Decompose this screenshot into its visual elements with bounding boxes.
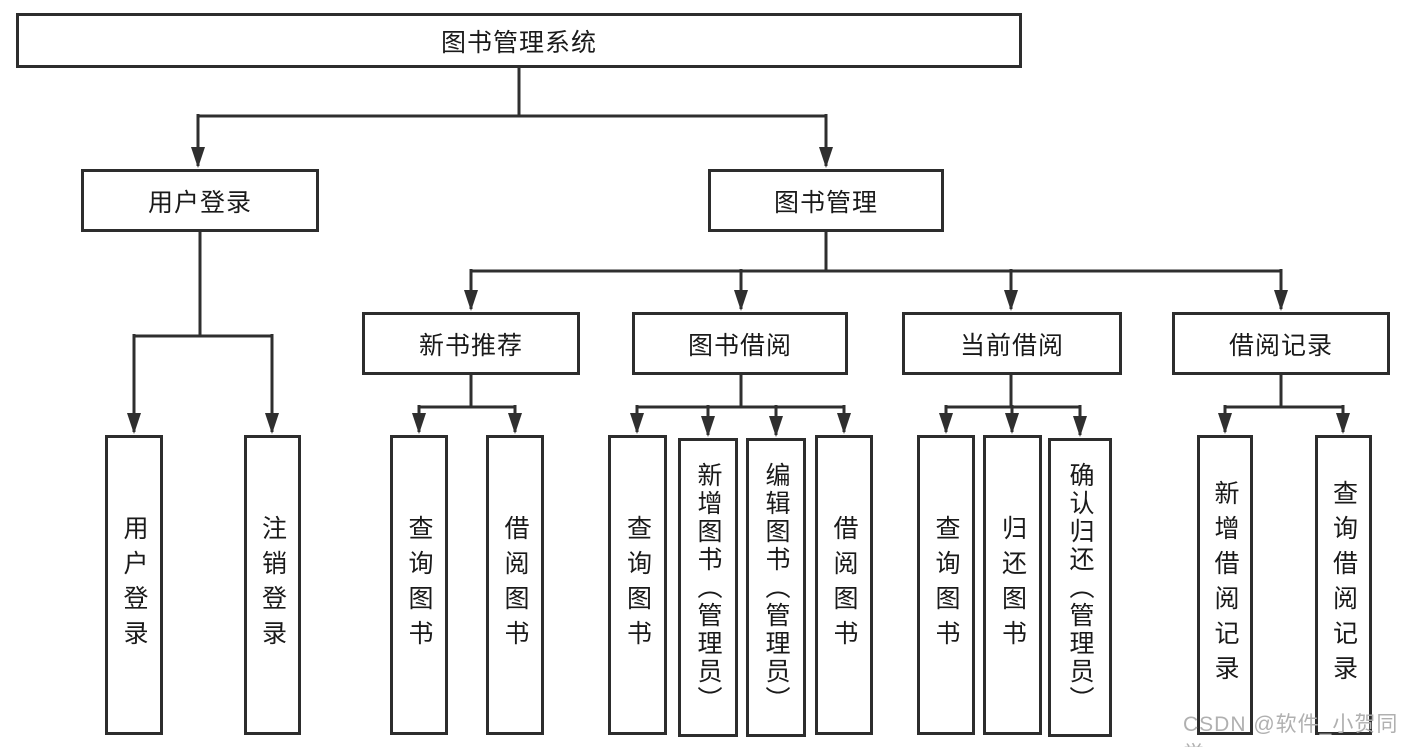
node-user-login: 用户登录: [81, 169, 319, 232]
connector-user-login-branch: [127, 232, 279, 434]
node-add-borrow-record: 新增借阅记录: [1197, 435, 1253, 735]
node-query-books-borrow: 查询图书: [608, 435, 667, 735]
node-return-books: 归还图书: [983, 435, 1042, 735]
node-confirm-return-admin: 确认归还（管理员）: [1048, 438, 1112, 737]
node-logout: 注销登录: [244, 435, 301, 735]
connector-root-to-level2: [191, 68, 833, 168]
node-add-books-admin: 新增图书（管理员）: [678, 438, 738, 737]
connector-book-borrow-branch: [630, 375, 851, 437]
node-borrow-books-action: 借阅图书: [815, 435, 873, 735]
connector-current-borrow-branch: [939, 375, 1087, 437]
node-borrowing-records: 借阅记录: [1172, 312, 1390, 375]
node-book-management: 图书管理: [708, 169, 944, 232]
node-user-login-action: 用户登录: [105, 435, 163, 735]
node-query-books-recommend: 查询图书: [390, 435, 448, 735]
node-new-book-recommendation: 新书推荐: [362, 312, 580, 375]
connector-book-management-branch: [464, 232, 1288, 311]
node-query-borrow-record: 查询借阅记录: [1315, 435, 1372, 735]
connector-borrow-records-branch: [1218, 375, 1350, 434]
node-query-books-current: 查询图书: [917, 435, 975, 735]
node-edit-books-admin: 编辑图书（管理员）: [746, 438, 806, 737]
connector-new-book-branch: [412, 375, 522, 434]
node-library-management-system: 图书管理系统: [16, 13, 1022, 68]
node-book-borrowing: 图书借阅: [632, 312, 848, 375]
node-borrow-books-recommend: 借阅图书: [486, 435, 544, 735]
node-current-borrowing: 当前借阅: [902, 312, 1122, 375]
